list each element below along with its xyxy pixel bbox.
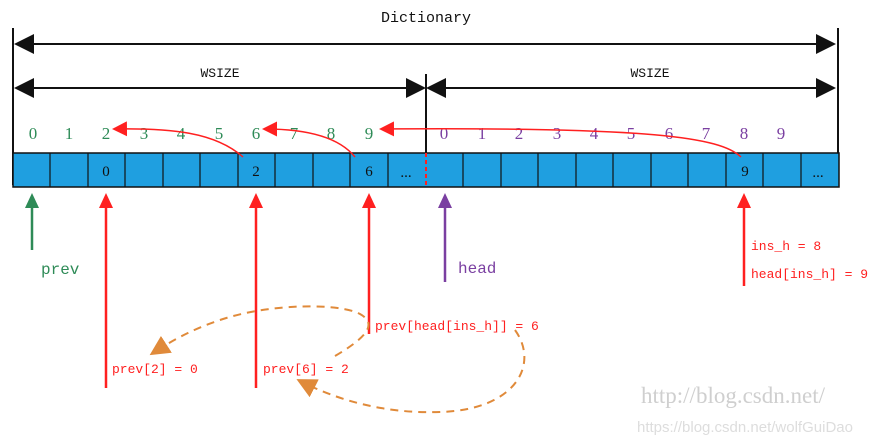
dictionary-array [12,152,840,188]
head-ins-h-label: head[ins_h] = 9 [751,267,868,282]
left-index-9: 9 [365,124,374,143]
left-index-3: 3 [140,124,149,143]
chain-arrow-2-to-0 [112,121,244,158]
orange-dashed-arrows [149,305,526,414]
prev-arrow-head [25,193,39,208]
ins-h-label: ins_h = 8 [751,239,821,254]
prev-head-label: prev[head[ins_h]] = 6 [375,319,539,334]
right-index-9: 9 [777,124,786,143]
left-cell-value-6: 6 [365,164,373,180]
head-label: head [458,260,496,278]
right-index-7: 7 [702,124,711,143]
left-dots: ... [400,165,411,181]
left-cell-value-2: 2 [252,164,260,180]
left-index-8: 8 [327,124,336,143]
chain-arrow-6-to-2 [262,121,356,158]
wsize-right-label: WSIZE [630,66,669,81]
right-index-8: 8 [740,124,749,143]
prev2-label: prev[2] = 0 [112,362,198,377]
chain-arrow-9-to-6 [379,121,742,158]
left-index-4: 4 [177,124,186,143]
head-arrow-head [438,193,452,208]
left-index-row: 0 1 2 3 4 5 6 7 8 9 [29,124,374,143]
watermark-small: https://blog.csdn.net/wolfGuiDao [637,419,853,436]
left-index-0: 0 [29,124,38,143]
right-index-2: 2 [515,124,524,143]
prev-label: prev [41,261,80,279]
left-index-5: 5 [215,124,224,143]
right-cell-value-9: 9 [741,164,749,180]
right-index-6: 6 [665,124,674,143]
red-pointer-arrows [99,193,751,388]
left-index-7: 7 [290,124,299,143]
dictionary-title: Dictionary [381,10,471,27]
left-index-2: 2 [102,124,111,143]
right-index-4: 4 [590,124,599,143]
right-dots: ... [812,165,823,181]
right-index-3: 3 [553,124,562,143]
right-index-0: 0 [440,124,449,143]
left-index-1: 1 [65,124,74,143]
watermark-large: http://blog.csdn.net/ [641,383,826,408]
left-cell-value-0: 0 [102,164,110,180]
left-index-6: 6 [252,124,261,143]
chain-arrows [112,121,742,158]
wsize-left-label: WSIZE [200,66,239,81]
prev6-label: prev[6] = 2 [263,362,349,377]
right-index-1: 1 [478,124,487,143]
